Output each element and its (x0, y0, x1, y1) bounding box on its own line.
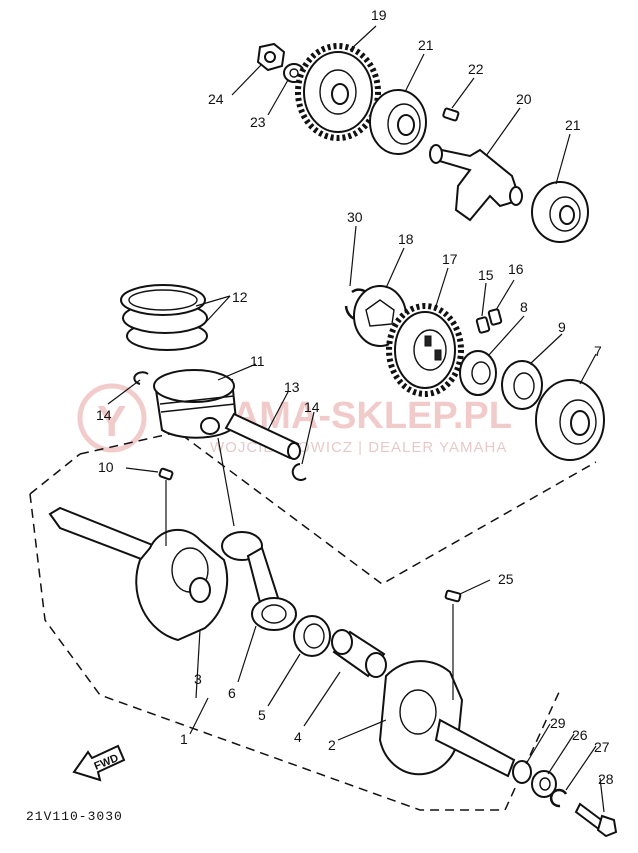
callout-8: 8 (520, 299, 528, 315)
part-26-washer (531, 770, 557, 798)
part-13-piston-pin (224, 412, 301, 460)
callout-3: 3 (194, 671, 202, 687)
callout-15: 15 (478, 267, 494, 283)
callout-2: 2 (328, 737, 336, 753)
part-callouts: 24 23 19 21 22 20 21 30 18 17 15 16 8 9 … (96, 7, 614, 787)
part-21-bearing-upper (369, 89, 427, 155)
part-12-piston-rings (120, 284, 208, 351)
callout-29: 29 (550, 715, 566, 731)
callout-7: 7 (594, 343, 602, 359)
callout-14-left: 14 (96, 407, 112, 423)
watermark-logo (77, 383, 147, 453)
callout-28: 28 (598, 771, 614, 787)
callout-10: 10 (98, 459, 114, 475)
assembly-frame-link (29, 453, 81, 495)
part-21-bearing-lower (531, 181, 589, 243)
part-23-lock-washer (283, 63, 305, 83)
part-14-clip-right (291, 463, 307, 481)
part-19-balancer-gear (295, 43, 381, 141)
part-11-piston (153, 369, 238, 439)
callout-12: 12 (232, 289, 248, 305)
assembly-frame-lower (29, 493, 561, 811)
callout-22: 22 (468, 61, 484, 77)
watermark-logo-letter: Y (97, 397, 126, 446)
part-3-crank-left (48, 506, 229, 642)
callout-21-lower: 21 (565, 117, 581, 133)
callout-19: 19 (371, 7, 387, 23)
part-15-spring (475, 316, 491, 334)
callout-16: 16 (508, 261, 524, 277)
callout-11: 11 (250, 353, 265, 369)
diagram-code: 21V110-3030 (26, 809, 123, 824)
part-27-lock-washer (549, 788, 568, 808)
callout-27: 27 (594, 739, 610, 755)
callout-5: 5 (258, 707, 266, 723)
part-2-crank-right (378, 660, 516, 778)
callout-25: 25 (498, 571, 514, 587)
part-6-connecting-rod (221, 531, 297, 631)
part-20-balancer-shaft (429, 144, 523, 222)
part-22-key (442, 107, 460, 122)
assembly-frame-upper (79, 431, 597, 585)
part-8-nut (459, 350, 497, 396)
callout-24: 24 (208, 91, 224, 107)
part-9-washer (501, 360, 543, 410)
part-28-bolt (574, 802, 618, 838)
part-24-nut (256, 42, 286, 72)
callout-9: 9 (558, 319, 566, 335)
callout-17: 17 (442, 251, 458, 267)
part-29-ring (512, 760, 532, 784)
callout-13: 13 (284, 379, 300, 395)
part-17-primary-gear (386, 303, 464, 397)
callout-26: 26 (572, 727, 588, 743)
fwd-arrow: FWD (72, 744, 126, 782)
part-4-crank-pin (331, 629, 387, 678)
callout-30: 30 (347, 209, 363, 225)
part-5-needle-bearing (293, 615, 331, 657)
callout-18: 18 (398, 231, 414, 247)
callout-6: 6 (228, 685, 236, 701)
callout-23: 23 (250, 114, 266, 130)
leader-lines (107, 25, 605, 813)
callout-1: 1 (180, 731, 188, 747)
callout-14-right: 14 (304, 399, 320, 415)
part-25-key (444, 589, 462, 603)
callout-20: 20 (516, 91, 532, 107)
part-16-spring (487, 308, 503, 326)
callout-4: 4 (294, 729, 302, 745)
part-10-key (158, 467, 174, 481)
callout-21-upper: 21 (418, 37, 434, 53)
part-7-bearing (535, 379, 605, 461)
